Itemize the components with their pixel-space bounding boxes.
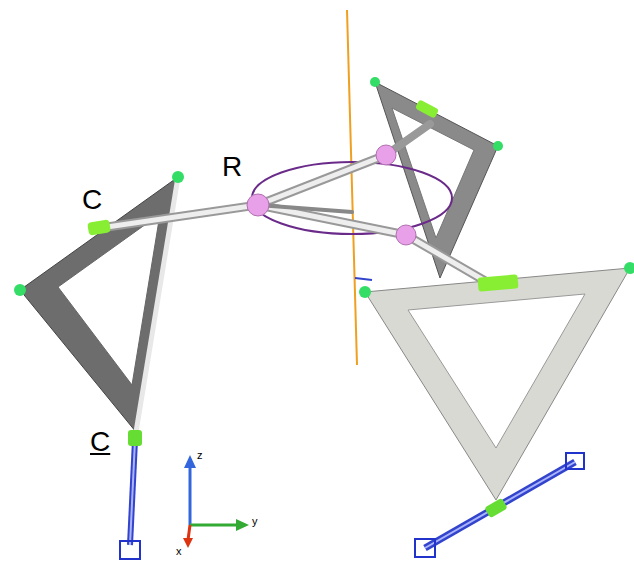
ground-link [415,453,584,557]
cylindrical-joint [87,219,111,236]
joint-label: R [222,153,242,181]
link-rod [100,124,492,285]
axis-label: z [197,450,203,461]
joint-label: C [90,428,110,456]
axis-triad [183,455,249,548]
platform-triangle [355,262,634,500]
rotation-axis [347,10,357,365]
axis-label: x [176,546,182,557]
revolute-joint [247,145,416,245]
platform-triangle [14,171,184,432]
ground-link [120,430,142,559]
axis-label: y [252,516,258,527]
joint-label: C [82,186,102,214]
